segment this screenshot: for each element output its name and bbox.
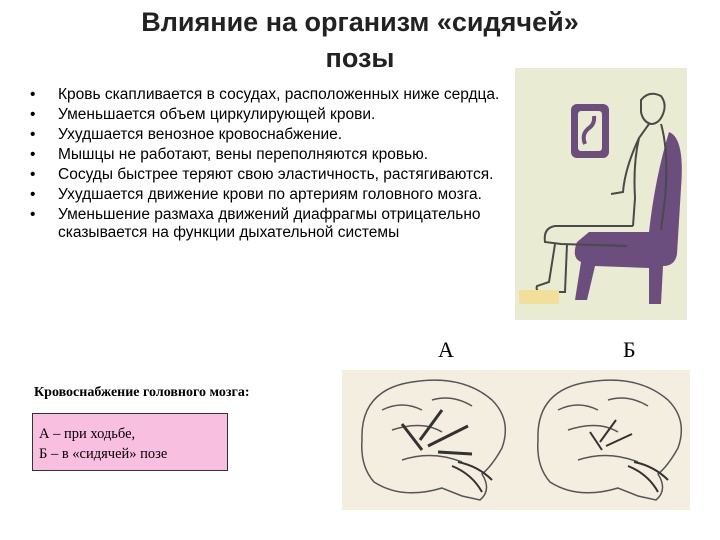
bullet-text: Кровь скапливается в сосудах, расположен… xyxy=(58,86,500,103)
list-item: • Сосуды быстрее теряют свою эластичность… xyxy=(30,166,510,184)
bullet-list: • Кровь скапливается в сосудах, расположе… xyxy=(30,86,510,244)
list-item: • Уменьшение размаха движений диафрагмы о… xyxy=(30,206,510,242)
label-b: Б xyxy=(623,337,636,362)
list-item: • Уменьшается объем циркулирующей крови. xyxy=(30,106,510,124)
legend-box: А – при ходьбе, Б – в «сидячей» позе xyxy=(32,413,228,471)
bullet-marker: • xyxy=(30,186,36,203)
list-item: • Кровь скапливается в сосудах, расположе… xyxy=(30,86,510,104)
page-title: Влияние на организм «сидячей» позы xyxy=(60,4,660,76)
brain-illustrations xyxy=(342,370,690,510)
list-item: • Мышцы не работают, вены переполняются к… xyxy=(30,146,510,164)
page-title-line-1: Влияние на организм «сидячей» xyxy=(141,7,579,37)
floor-tag xyxy=(519,290,559,304)
brain-drawings xyxy=(361,379,683,501)
list-item: • Ухудшается венозное кровоснабжение. xyxy=(30,126,510,144)
bullet-text: Мышцы не работают, вены переполняются кр… xyxy=(58,146,429,163)
legend-line-a: А – при ходьбе, xyxy=(39,426,136,442)
seated-person-illustration xyxy=(515,68,687,320)
brain-b xyxy=(537,379,683,501)
seated-person-drawing xyxy=(519,92,682,304)
bullet-text: Ухудшается венозное кровоснабжение. xyxy=(58,126,343,143)
bullet-marker: • xyxy=(30,206,36,223)
bullet-marker: • xyxy=(30,146,36,163)
bullet-marker: • xyxy=(30,126,36,143)
bullet-text: Ухудшается движение крови по артериям го… xyxy=(58,186,482,203)
page-title-line-2: позы xyxy=(325,43,395,73)
seat xyxy=(574,132,682,304)
legend-line-b: Б – в «сидячей» позе xyxy=(39,446,168,462)
list-item: • Ухудшается движение крови по артериям г… xyxy=(30,186,510,204)
label-a: А xyxy=(438,337,454,362)
bullet-marker: • xyxy=(30,106,36,123)
brain-a xyxy=(361,379,507,501)
bullet-text: Сосуды быстрее теряют свою эластичность,… xyxy=(58,166,494,183)
bullet-text: Уменьшение размаха движений диафрагмы от… xyxy=(58,206,481,241)
caption-heading: Кровоснабжение головного мозга: xyxy=(34,385,250,400)
bullet-text: Уменьшается объем циркулирующей крови. xyxy=(58,106,376,123)
window-symbol xyxy=(581,115,597,145)
bullet-marker: • xyxy=(30,86,36,103)
bullet-marker: • xyxy=(30,166,36,183)
window-glass xyxy=(578,111,602,151)
